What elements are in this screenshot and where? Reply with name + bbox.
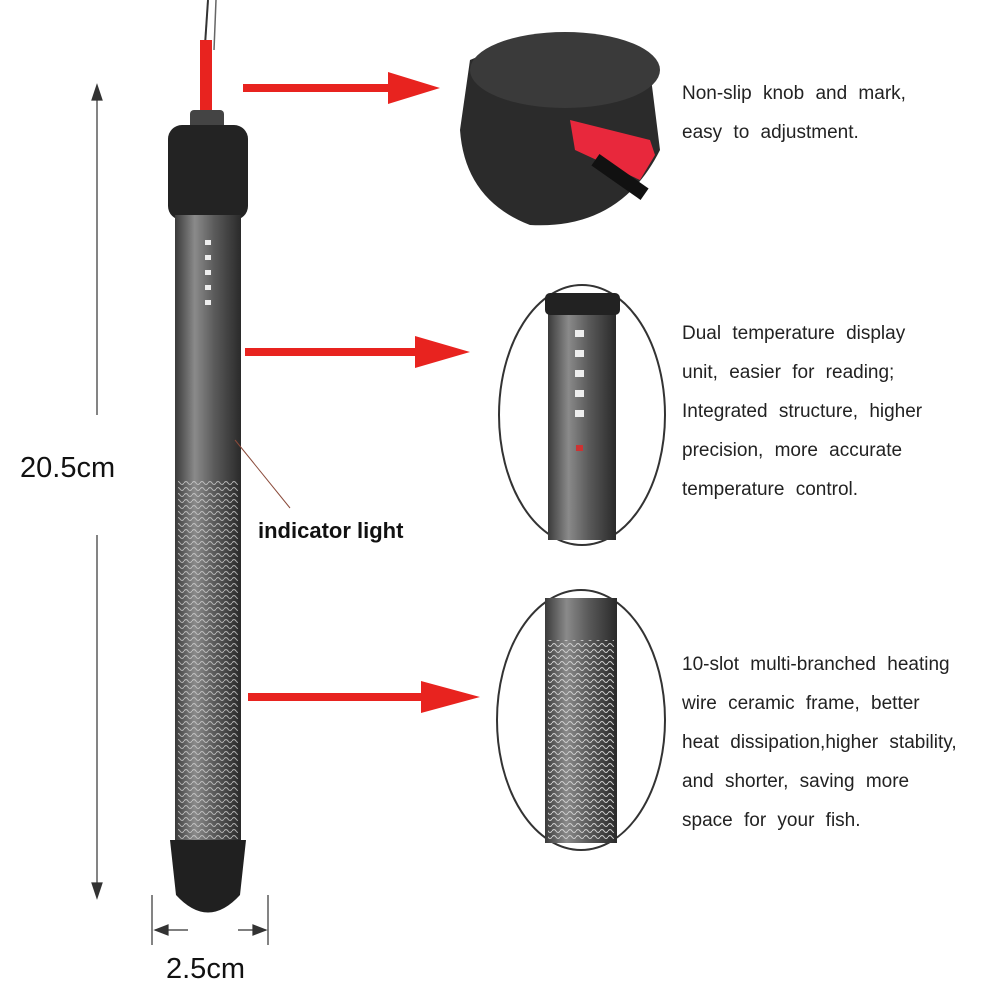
heater-image: [168, 0, 248, 913]
desc-line: wire ceramic frame, better: [682, 693, 920, 714]
desc-line: heat dissipation,higher stability,: [682, 732, 957, 753]
desc-line: precision, more accurate: [682, 440, 903, 461]
desc-line: Non-slip knob and mark,: [682, 83, 906, 104]
desc-line: temperature control.: [682, 479, 859, 500]
display-closeup-image: [498, 284, 666, 546]
indicator-light-label: indicator light: [258, 518, 404, 543]
diameter-label: 2.5cm: [166, 953, 245, 985]
desc-line: Integrated structure, higher: [682, 401, 923, 422]
desc-line: 10-slot multi-branched heating: [682, 654, 950, 675]
desc-line: Dual temperature display: [682, 323, 906, 344]
desc-line: space for your fish.: [682, 810, 861, 831]
coil-description: 10-slot multi-branched heating wire cera…: [682, 645, 957, 840]
desc-line: unit, easier for reading;: [682, 362, 895, 383]
knob-closeup-image: [460, 32, 660, 226]
coil-closeup-image: [496, 589, 666, 851]
indicator-pointer-line: [234, 439, 291, 509]
length-label: 20.5cm: [20, 452, 116, 484]
knob-description: Non-slip knob and mark, easy to adjustme…: [682, 74, 906, 152]
desc-line: and shorter, saving more: [682, 771, 910, 792]
callout-arrows: [243, 72, 480, 713]
display-description: Dual temperature display unit, easier fo…: [682, 314, 922, 509]
desc-line: easy to adjustment.: [682, 122, 859, 143]
length-dimension-line: [91, 83, 269, 945]
